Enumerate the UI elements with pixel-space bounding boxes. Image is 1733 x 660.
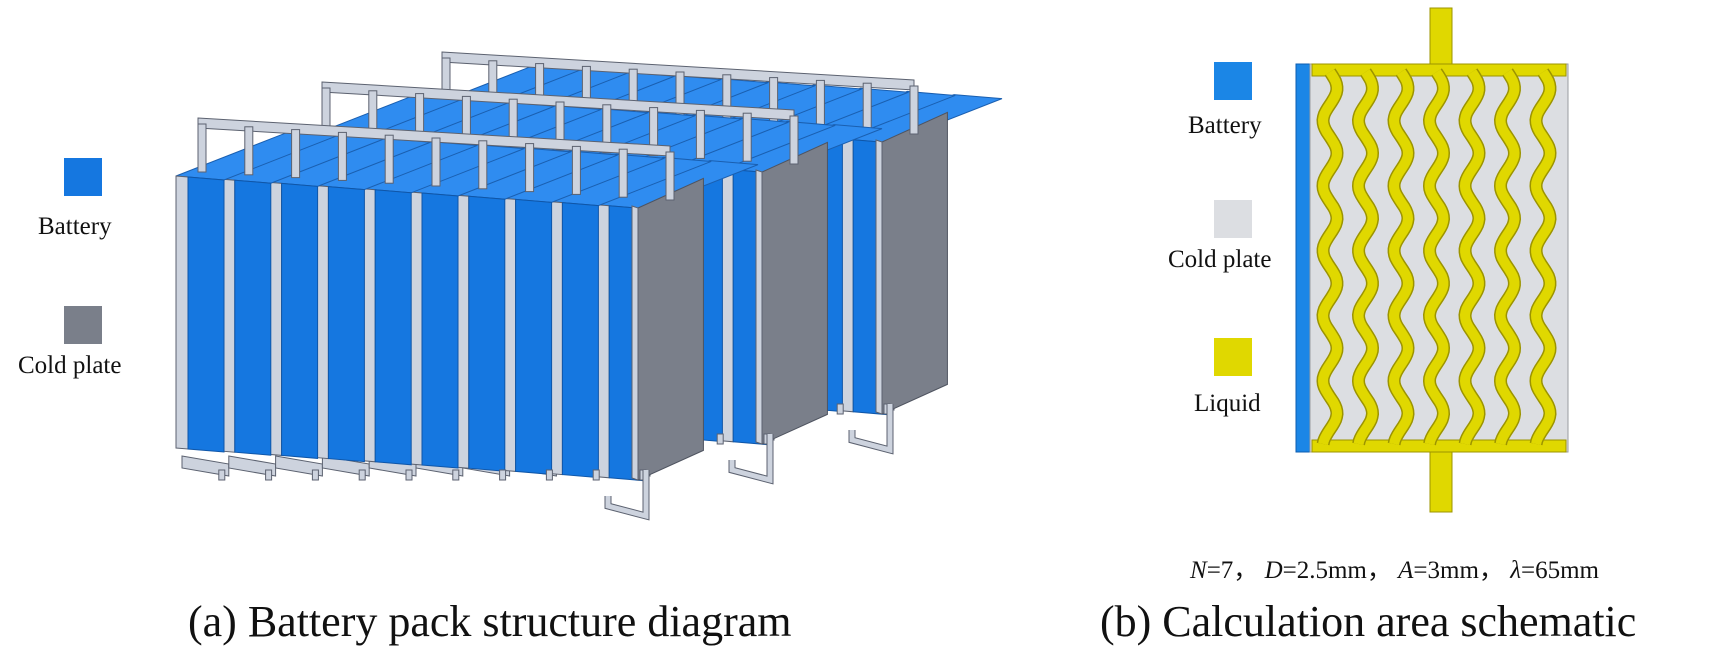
end-cold-plate-edge	[755, 169, 763, 445]
bottom-frame-segment	[181, 455, 230, 477]
battery-front-face	[327, 186, 365, 463]
legend-label-liquid: Liquid	[1194, 390, 1261, 417]
top-frame-bracket	[571, 145, 581, 195]
top-frame-bracket	[742, 112, 752, 162]
wavy-channel-7	[1530, 69, 1556, 445]
top-frame-bracket	[525, 143, 535, 193]
bottom-frame-leg	[311, 469, 319, 481]
end-bracket	[729, 434, 773, 484]
bottom-frame-leg	[499, 469, 507, 481]
top-frame-bracket	[197, 123, 207, 173]
top-frame-bracket	[555, 101, 565, 151]
caption-a: (a) Battery pack structure diagram	[188, 597, 792, 646]
param-lambda-symbol: λ	[1510, 557, 1522, 584]
param-a-symbol: A	[1398, 557, 1414, 584]
end-bracket	[605, 470, 649, 520]
legend-label-cold-plate: Cold plate	[18, 352, 122, 379]
wavy-channel-5	[1459, 69, 1485, 445]
top-frame-bracket	[508, 98, 518, 148]
top-frame-bracket	[649, 107, 659, 157]
top-frame-bracket	[478, 140, 488, 190]
param-separator: ，	[1478, 557, 1504, 584]
battery-front-face	[187, 176, 225, 453]
legend-swatch-cold-plate-b	[1214, 200, 1252, 238]
bottom-frame-leg	[405, 469, 413, 481]
top-frame-bracket	[909, 85, 919, 135]
legend-label-battery: Battery	[38, 213, 112, 240]
bottom-frame-leg	[545, 469, 553, 481]
param-lambda-value: =65mm	[1521, 557, 1600, 584]
param-a-value: =3mm	[1413, 557, 1479, 584]
param-separator: ，	[1366, 557, 1392, 584]
caption-b: (b) Calculation area schematic	[1100, 597, 1637, 646]
inlet-pipe	[1429, 7, 1453, 73]
end-cold-plate-edge	[631, 205, 639, 481]
end-bracket	[849, 404, 893, 454]
param-separator: ，	[1233, 557, 1259, 584]
bottom-frame-leg	[716, 433, 724, 445]
bottom-frame-leg	[592, 469, 600, 481]
battery-strip	[1295, 63, 1311, 453]
top-frame-bracket	[602, 104, 612, 154]
legend-label-cold-plate-b: Cold plate	[1168, 246, 1272, 273]
battery-module-3	[175, 117, 759, 521]
param-n-symbol: N	[1190, 557, 1207, 584]
battery-front-face	[234, 179, 272, 456]
bottom-frame-leg	[218, 469, 226, 481]
param-d-value: =2.5mm	[1282, 557, 1367, 584]
top-frame-bracket	[618, 148, 628, 198]
param-n-value: =7	[1206, 557, 1234, 584]
bottom-frame-segment	[228, 455, 277, 477]
top-frame-bracket	[695, 109, 705, 159]
legend-swatch-cold-plate	[64, 306, 102, 344]
wavy-channel-4	[1424, 69, 1449, 445]
wavy-channel-3	[1388, 69, 1414, 445]
bottom-frame-leg	[452, 469, 460, 481]
top-frame-bracket	[337, 131, 347, 181]
top-frame-bracket	[384, 134, 394, 184]
legend-label-battery-b: Battery	[1188, 112, 1262, 139]
legend-swatch-battery	[64, 158, 102, 196]
top-frame-bracket	[665, 151, 675, 201]
bottom-frame-segment	[321, 455, 370, 477]
top-frame-bracket	[431, 137, 441, 187]
end-cold-plate-edge	[875, 139, 883, 415]
bottom-frame-leg	[836, 403, 844, 415]
wavy-channel-2	[1353, 69, 1378, 445]
top-frame-bracket	[291, 129, 301, 179]
param-d-symbol: D	[1264, 557, 1283, 584]
wavy-channel-6	[1495, 69, 1520, 445]
outlet-pipe	[1429, 443, 1453, 513]
bottom-frame-leg	[265, 469, 273, 481]
legend-swatch-liquid	[1214, 338, 1252, 376]
battery-front-face	[421, 192, 459, 469]
parameters-line: N=7， D=2.5mm， A=3mm， λ=65mm	[1190, 550, 1599, 586]
bottom-frame-leg	[358, 469, 366, 481]
top-frame-bracket	[789, 115, 799, 165]
bottom-header-channel	[1311, 439, 1567, 453]
battery-front-face	[281, 182, 319, 459]
top-frame-bracket	[244, 126, 254, 176]
battery-front-face	[374, 189, 412, 466]
wavy-channel-1	[1317, 69, 1343, 445]
legend-swatch-battery-b	[1214, 62, 1252, 100]
bottom-frame-segment	[275, 455, 323, 477]
